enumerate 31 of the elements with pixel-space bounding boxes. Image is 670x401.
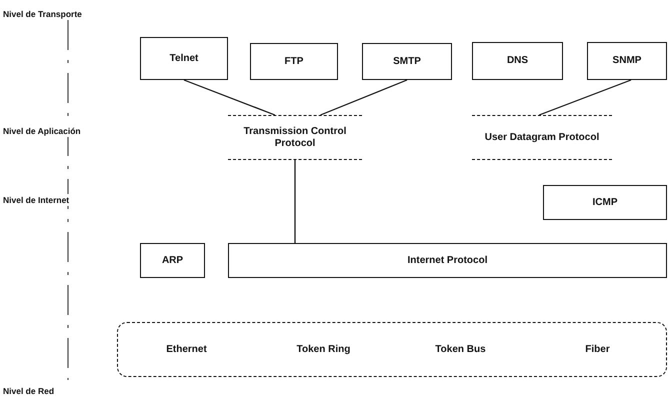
protocol-box: [362, 43, 452, 80]
network-name: Token Bus: [434, 344, 487, 356]
protocol-name: ICMP: [592, 196, 618, 208]
layer-label: Nivel de Aplicación: [3, 125, 81, 137]
network-band: [117, 322, 667, 377]
protocol-name: Telnet: [170, 52, 198, 64]
protocol-name: User Datagram Protocol: [484, 132, 600, 144]
protocol-box: [228, 243, 667, 278]
layer-label: Nivel de Transporte: [3, 8, 82, 20]
connector-line: [538, 79, 632, 116]
network-name: Fiber: [584, 344, 611, 356]
protocol-box: [140, 37, 228, 80]
layer-label: Nivel de Internet: [3, 194, 70, 206]
connector-line: [294, 160, 296, 243]
protocol-name: DNS: [506, 55, 528, 67]
protocol-box: [543, 185, 667, 220]
protocol-box: [587, 42, 667, 80]
protocol-name: SMTP: [393, 56, 421, 68]
layer-label: Nivel de Red: [3, 385, 54, 397]
protocol-box: [140, 243, 205, 278]
protocol-name: SNMP: [612, 55, 642, 67]
protocol-name: Transmission Control Protocol: [242, 126, 348, 150]
connector-line: [184, 79, 276, 116]
protocol-name: Internet Protocol: [407, 254, 488, 266]
protocol-box: [472, 42, 563, 80]
protocol-name: FTP: [284, 56, 304, 68]
protocol-box: [250, 43, 338, 80]
network-name: Ethernet: [165, 344, 208, 356]
network-name: Token Ring: [296, 344, 352, 356]
connector-line: [320, 79, 408, 116]
protocol-name: ARP: [162, 254, 184, 266]
